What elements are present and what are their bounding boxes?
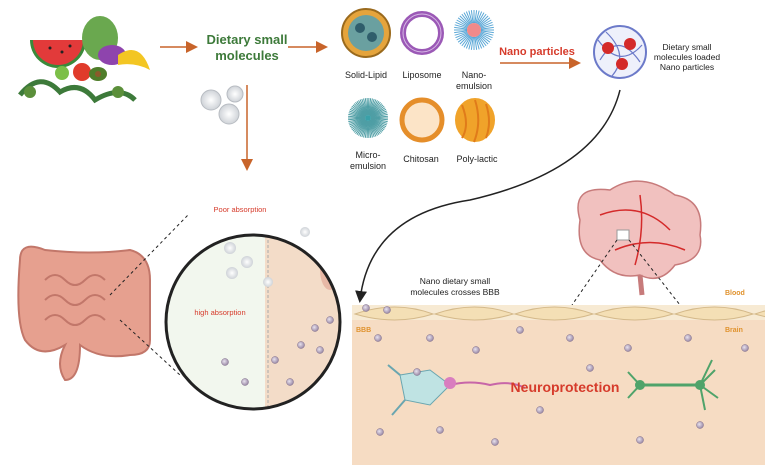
endothelial-cells: [353, 306, 765, 321]
nano-particles-label: Nano particles: [499, 46, 575, 58]
carrier-label-nano-emulsion: Nano-emulsion: [456, 70, 492, 91]
brain-zoom-right: [628, 239, 681, 306]
arrow-np-to-bbb: [355, 89, 621, 303]
absorption-zoom-circle: [164, 227, 342, 411]
blood-label: Blood: [725, 290, 745, 297]
zoom-line-bottom: [119, 319, 181, 376]
zoom-line-top: [109, 214, 189, 296]
loaded-nanoparticle-icon: [593, 25, 647, 79]
dietary-food-icon: [18, 16, 150, 104]
solid-lipid-icon: [341, 8, 391, 58]
drug-particles: [221, 304, 749, 446]
carrier-label-micro-emulsion: Micro-emulsion: [350, 150, 386, 171]
carrier-label-liposome: Liposome: [402, 70, 441, 80]
brain-label: Brain: [725, 327, 743, 334]
poly-lactic-icon: [455, 98, 495, 143]
nano-emulsion-icon: [454, 10, 494, 50]
brain-icon: [577, 180, 702, 296]
bbb-label: BBB: [356, 327, 371, 334]
poor-absorption-label: Poor absorption: [214, 205, 267, 214]
intestine-icon: [17, 245, 151, 382]
chitosan-icon: [399, 97, 445, 143]
neuroprotection-label: Neuroprotection: [511, 379, 620, 395]
high-absorption-label: high absorption: [194, 308, 245, 317]
neuron-left-icon: [387, 364, 526, 416]
carrier-label-solid-lipid: Solid-Lipid: [345, 70, 387, 80]
liposome-icon: [400, 11, 444, 55]
neuron-right-icon: [627, 359, 719, 411]
carrier-label-poly-lactic: Poly-lactic: [456, 154, 498, 164]
micro-emulsion-icon: [348, 97, 388, 139]
brain-zoom-left: [571, 239, 618, 306]
molecule-spheres-icon: [200, 85, 244, 125]
carrier-label-chitosan: Chitosan: [403, 154, 439, 164]
